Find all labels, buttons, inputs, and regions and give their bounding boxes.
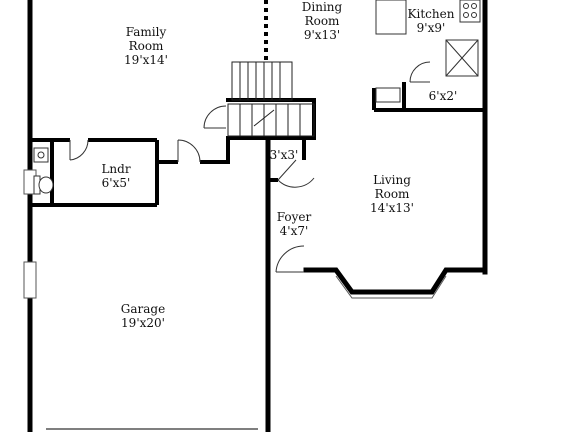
- coat-closet-door: [277, 159, 315, 188]
- garage-side-window: [23, 261, 37, 299]
- garage-name: Garage: [120, 302, 166, 316]
- dining-dotted-divider: [264, 0, 268, 60]
- living-room-size: 14'x13': [370, 201, 414, 215]
- living-room-name-2: Room: [374, 187, 410, 201]
- family-room-label: Family Room 19'x14': [106, 25, 186, 67]
- front-wall-with-bay: [303, 267, 488, 295]
- closet-size: 3'x3': [269, 148, 299, 162]
- stairs: [227, 61, 315, 137]
- pantry-label: 6'x2': [418, 89, 468, 103]
- dining-room-name-1: Dining: [301, 0, 343, 14]
- garage-size: 19'x20': [121, 316, 165, 330]
- laundry-door: [69, 139, 89, 161]
- pantry-shelf: [375, 87, 401, 103]
- exterior-walls: [27, 0, 488, 432]
- pantry-size: 6'x2': [428, 89, 458, 103]
- fixtures: [33, 0, 481, 195]
- garage-entry-door: [177, 139, 201, 163]
- toilet-bowl-icon: [38, 176, 54, 194]
- front-door: [275, 245, 305, 273]
- kitchen-label: Kitchen 9'x9': [396, 7, 466, 35]
- bay-window-glass: [335, 275, 447, 299]
- living-room-label: Living Room 14'x13': [352, 173, 432, 215]
- family-room-name-2: Room: [128, 39, 164, 53]
- door-swings: [69, 61, 431, 273]
- dining-room-name-2: Room: [304, 14, 340, 28]
- garage-label: Garage 19'x20': [103, 302, 183, 330]
- laundry-size: 6'x5': [101, 176, 131, 190]
- closet-label: 3'x3': [264, 148, 304, 162]
- dining-room-label: Dining Room 9'x13': [282, 0, 362, 42]
- stair-closet-door: [203, 105, 227, 129]
- family-room-name-1: Family: [125, 25, 167, 39]
- foyer-label: Foyer 4'x7': [266, 210, 322, 238]
- living-room-name-1: Living: [373, 173, 411, 187]
- pantry-door: [409, 61, 431, 83]
- kitchen-size: 9'x9': [416, 21, 446, 35]
- family-room-size: 19'x14': [124, 53, 168, 67]
- kitchen-name: Kitchen: [407, 7, 455, 21]
- foyer-size: 4'x7': [279, 224, 309, 238]
- kitchen-counter: [375, 0, 407, 35]
- upper-stair-run: [231, 61, 293, 101]
- lower-stair-run: [227, 103, 315, 137]
- foyer-name: Foyer: [276, 210, 312, 224]
- laundry-label: Lndr 6'x5': [86, 162, 146, 190]
- laundry-name: Lndr: [101, 162, 131, 176]
- dining-room-size: 9'x13': [303, 28, 341, 42]
